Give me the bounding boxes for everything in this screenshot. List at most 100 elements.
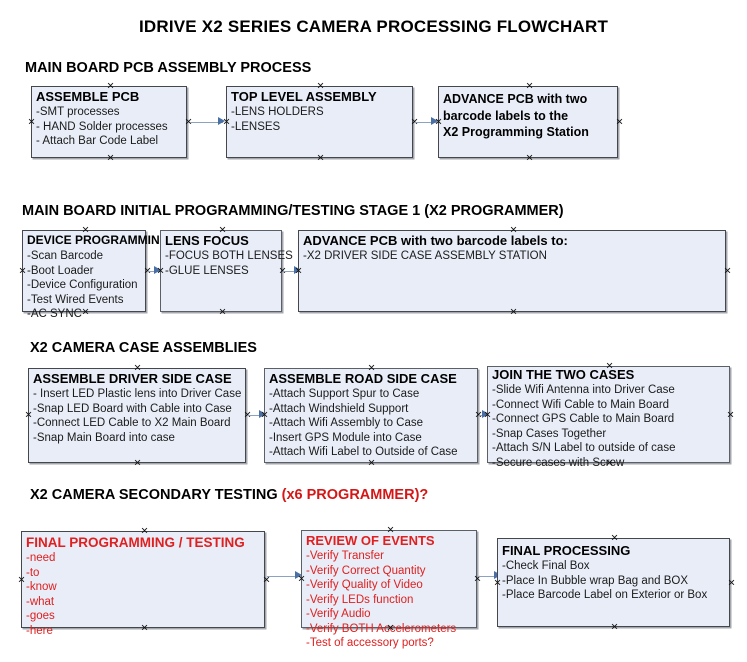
resize-handle-right[interactable]	[727, 579, 736, 588]
resize-handle-top[interactable]	[133, 364, 142, 373]
node-device-programming-line-4: -Test Wired Events	[27, 293, 124, 306]
node-top-level-assembly-line-2: -LENSES	[231, 120, 281, 133]
node-join-the-two-cases-line-4: -Snap Cases Together	[492, 427, 607, 440]
connector-4-1	[267, 576, 301, 577]
resize-handle-bottom[interactable]	[316, 154, 325, 163]
resize-handle-top[interactable]	[218, 226, 227, 235]
node-advance-pcb-driver-side-case[interactable]: ADVANCE PCB with two barcode labels to: …	[298, 230, 726, 312]
node-advance-pcb-programming-station-line-2: barcode labels to the	[443, 108, 569, 123]
resize-handle-top[interactable]	[509, 226, 518, 235]
resize-handle-right[interactable]	[723, 267, 732, 276]
node-final-programming-testing-header: FINAL PROGRAMMING / TESTING	[26, 535, 245, 550]
node-final-programming-testing-line-6: -here	[26, 624, 53, 637]
resize-handle-top[interactable]	[106, 82, 115, 91]
node-advance-pcb-programming-station-line-1: ADVANCE PCB with two	[443, 92, 588, 106]
resize-handle-top[interactable]	[81, 226, 90, 235]
node-join-the-two-cases-line-6: -Secure cases with Screw	[492, 456, 625, 469]
resize-handle-left[interactable]	[493, 579, 502, 588]
node-device-programming-header: DEVICE PROGRAMMING	[27, 233, 170, 247]
resize-handle-left[interactable]	[294, 267, 303, 276]
connector-4-2	[479, 576, 501, 577]
resize-handle-bottom[interactable]	[140, 624, 149, 633]
node-assemble-pcb[interactable]: ASSEMBLE PCB -SMT processes - HAND Solde…	[31, 86, 187, 158]
node-join-the-two-cases-line-2: -Connect Wifi Cable to Main Board	[492, 398, 670, 411]
resize-handle-bottom[interactable]	[81, 308, 90, 317]
section-heading-4-text: X2 CAMERA SECONDARY TESTING	[30, 487, 282, 503]
connector-3-1	[248, 415, 264, 416]
node-device-programming-line-3: -Device Configuration	[27, 279, 138, 291]
resize-handle-bottom[interactable]	[386, 624, 395, 633]
node-assemble-road-side-case[interactable]: ASSEMBLE ROAD SIDE CASE -Attach Support …	[264, 368, 478, 463]
node-top-level-assembly-line-1: -LENS HOLDERS	[231, 106, 324, 118]
node-review-of-events-header: REVIEW OF EVENTS	[306, 533, 435, 548]
resize-handle-left[interactable]	[297, 575, 306, 584]
node-join-the-two-cases[interactable]: JOIN THE TWO CASES -Slide Wifi Antenna i…	[487, 366, 730, 469]
node-final-processing-line-1: -Check Final Box	[502, 560, 590, 572]
node-device-programming-line-5: -AC SYNC	[27, 308, 82, 320]
resize-handle-top[interactable]	[610, 534, 619, 543]
resize-handle-bottom[interactable]	[509, 308, 518, 317]
node-assemble-road-side-case-line-3: -Attach Wifi Assembly to Case	[269, 417, 424, 429]
node-join-the-two-cases-line-1: -Slide Wifi Antenna into Driver Case	[492, 384, 675, 396]
resize-handle-top[interactable]	[525, 82, 534, 91]
resize-handle-bottom[interactable]	[525, 154, 534, 163]
node-review-of-events-line-3: -Verify Quality of Video	[306, 579, 423, 591]
resize-handle-right[interactable]	[726, 411, 735, 420]
node-assemble-driver-side-case[interactable]: ASSEMBLE DRIVER SIDE CASE - Insert LED P…	[28, 368, 246, 463]
section-heading-3-text: X2 CAMERA CASE ASSEMBLIES	[30, 340, 257, 356]
node-join-the-two-cases-line-5: -Attach S/N Label to outside of case	[492, 442, 676, 454]
resize-handle-left[interactable]	[483, 411, 492, 420]
resize-handle-bottom[interactable]	[218, 308, 227, 317]
node-top-level-assembly[interactable]: TOP LEVEL ASSEMBLY -LENS HOLDERS -LENSES	[226, 86, 413, 158]
resize-handle-left[interactable]	[434, 118, 443, 127]
node-final-programming-testing-line-5: -goes	[26, 610, 55, 622]
resize-handle-left[interactable]	[17, 576, 26, 585]
resize-handle-top[interactable]	[316, 82, 325, 91]
node-device-programming[interactable]: DEVICE PROGRAMMING -Scan Barcode -Boot L…	[22, 230, 170, 320]
page-title: IDRIVE X2 SERIES CAMERA PROCESSING FLOWC…	[138, 17, 609, 36]
resize-handle-left[interactable]	[222, 118, 231, 127]
resize-handle-top[interactable]	[605, 362, 614, 371]
resize-handle-left[interactable]	[18, 267, 27, 276]
node-advance-pcb-programming-station[interactable]: ADVANCE PCB with two barcode labels to t…	[438, 86, 618, 158]
resize-handle-bottom[interactable]	[106, 154, 115, 163]
resize-handle-top[interactable]	[367, 364, 376, 373]
node-final-programming-testing-line-1: -need	[26, 552, 56, 564]
node-final-processing[interactable]: FINAL PROCESSING -Check Final Box -Place…	[497, 538, 730, 627]
resize-handle-bottom[interactable]	[605, 459, 614, 468]
resize-handle-right[interactable]	[262, 576, 271, 585]
node-assemble-pcb-line-1: -SMT processes	[36, 106, 120, 118]
resize-handle-bottom[interactable]	[367, 459, 376, 468]
resize-handle-top[interactable]	[386, 526, 395, 535]
resize-handle-left[interactable]	[27, 118, 36, 127]
resize-handle-bottom[interactable]	[610, 623, 619, 632]
connector-1-1	[190, 122, 223, 123]
section-heading-1: MAIN BOARD PCB ASSEMBLY PROCESS	[25, 60, 311, 76]
node-review-of-events-line-5: -Verify Audio	[306, 608, 371, 620]
resize-handle-right[interactable]	[615, 118, 624, 127]
node-device-programming-line-1: -Scan Barcode	[27, 250, 104, 262]
node-assemble-road-side-case-header: ASSEMBLE ROAD SIDE CASE	[269, 371, 457, 386]
resize-handle-left[interactable]	[24, 411, 33, 420]
node-final-processing-header: FINAL PROCESSING	[502, 543, 631, 558]
node-final-processing-line-3: -Place Barcode Label on Exterior or Box	[502, 589, 708, 601]
node-final-programming-testing[interactable]: FINAL PROGRAMMING / TESTING -need -to -k…	[21, 531, 265, 637]
node-advance-pcb-driver-side-case-line-1: -X2 DRIVER SIDE CASE ASSEMBLY STATION	[303, 250, 547, 262]
node-advance-pcb-programming-station-line-3: X2 Programming Station	[443, 125, 589, 139]
node-assemble-driver-side-case-line-1: - Insert LED Plastic lens into Driver Ca…	[33, 388, 242, 400]
node-final-programming-testing-line-4: -what	[26, 595, 55, 608]
node-review-of-events-line-4: -Verify LEDs function	[306, 593, 414, 606]
node-final-programming-testing-line-3: -know	[26, 581, 57, 593]
node-join-the-two-cases-header: JOIN THE TWO CASES	[492, 367, 635, 382]
node-assemble-driver-side-case-line-2: -Snap LED Board with Cable into Case	[33, 402, 232, 415]
resize-handle-bottom[interactable]	[133, 459, 142, 468]
node-lens-focus[interactable]: LENS FOCUS -FOCUS BOTH LENSES -GLUE LENS…	[160, 230, 293, 312]
resize-handle-left[interactable]	[260, 411, 269, 420]
node-review-of-events-line-6: -Verify BOTH Accelerometers	[306, 622, 457, 635]
node-device-programming-line-2: -Boot Loader	[27, 264, 94, 277]
node-review-of-events[interactable]: REVIEW OF EVENTS -Verify Transfer -Verif…	[301, 530, 477, 649]
resize-handle-left[interactable]	[156, 267, 165, 276]
node-assemble-driver-side-case-line-3: -Connect LED Cable to X2 Main Board	[33, 417, 231, 429]
node-assemble-road-side-case-line-4: -Insert GPS Module into Case	[269, 431, 422, 444]
resize-handle-top[interactable]	[140, 527, 149, 536]
